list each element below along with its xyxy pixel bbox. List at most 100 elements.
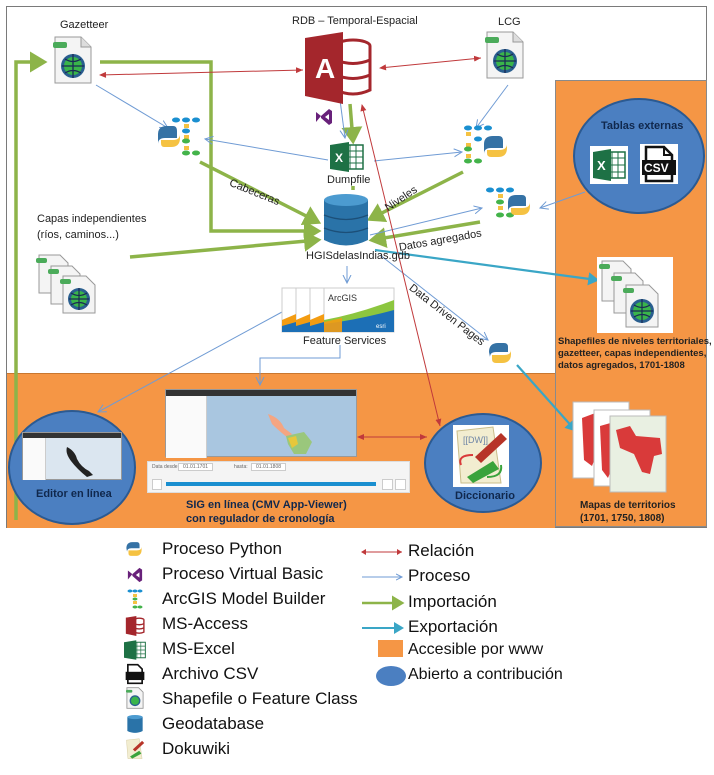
model-builder-python-icon[interactable] <box>462 124 510 168</box>
tablas-externas-label: Tablas externas <box>601 120 684 132</box>
visual-basic-icon <box>316 109 332 125</box>
editor-label: Editor en línea <box>36 488 112 500</box>
sig-screenshot <box>165 389 357 458</box>
ms-access-icon[interactable]: A <box>303 32 373 104</box>
time-from-label: Data desde: <box>152 464 179 470</box>
legend-label: MS-Excel <box>162 639 235 658</box>
legend-www-swatch <box>378 640 403 657</box>
svg-text:X: X <box>597 158 606 173</box>
relation-gazetteer-access <box>99 67 304 78</box>
ms-access-icon <box>125 616 145 636</box>
legend-label: Accesible por www <box>408 641 544 658</box>
svg-text:A: A <box>315 53 335 84</box>
dokuwiki-icon <box>126 738 145 759</box>
svg-text:[[DW]]: [[DW]] <box>463 435 488 445</box>
csv-file-icon[interactable]: CSV <box>640 144 678 184</box>
svg-text:ArcGIS: ArcGIS <box>328 293 357 303</box>
process-access-dumpfile <box>339 99 345 138</box>
editor-screenshot <box>22 432 122 480</box>
time-slider-panel: Data desde: 01.01.1701 hasta: 01.01.1808 <box>147 461 410 493</box>
legend-label: Proceso Python <box>162 539 283 558</box>
process-featureservices-sig <box>260 345 341 385</box>
geodatabase-icon[interactable] <box>323 193 369 247</box>
import-gazetteer-gdb <box>100 60 322 242</box>
shapefiles-output-label-1: Shapefiles de niveles territoriales, <box>558 336 712 347</box>
capas-sublabel: (ríos, caminos...) <box>37 229 119 241</box>
shapefile-stack-icon[interactable] <box>36 245 108 314</box>
process-dumpfile-python <box>205 139 329 161</box>
time-to-label: hasta: <box>234 464 248 470</box>
ms-excel-icon[interactable]: X <box>590 146 628 184</box>
legend-label: Exportación <box>408 617 498 636</box>
relation-access-lcg <box>379 55 482 71</box>
diccionario-label: Diccionario <box>455 490 515 502</box>
shapefiles-output-label-2: gazetteer, capas independientes, <box>558 348 707 359</box>
export-python-maps <box>516 364 577 432</box>
next-button[interactable] <box>395 479 406 490</box>
lcg-label: LCG <box>498 16 521 28</box>
shapefile-icon[interactable] <box>53 36 93 84</box>
play-button[interactable] <box>152 479 162 490</box>
legend-lines: Relación Proceso Importación Exportación… <box>358 536 598 696</box>
legend-label: Shapefile o Feature Class <box>162 689 358 708</box>
process-featureservices-editor <box>98 311 283 412</box>
capas-label: Capas independientes <box>37 213 147 225</box>
import-capas <box>129 230 322 259</box>
arcgis-feature-services-icon[interactable]: ArcGIS esri <box>281 286 395 334</box>
svg-text:CSV: CSV <box>644 161 669 175</box>
legend-label: MS-Access <box>162 614 248 633</box>
legend-label: Importación <box>408 592 497 611</box>
legend-label: Abierto a contribución <box>408 666 563 683</box>
import-access-dumpfile <box>341 103 363 145</box>
svg-text:esri: esri <box>376 324 386 330</box>
legend-label: Proceso Virtual Basic <box>162 564 324 583</box>
maps-label-1: Mapas de territorios <box>580 500 676 511</box>
process-dumpfile-python2 <box>373 152 462 162</box>
connectors <box>14 51 600 520</box>
feature-services-label: Feature Services <box>303 335 387 347</box>
rdb-label: RDB – Temporal-Espacial <box>292 15 418 27</box>
geodatabase-icon <box>127 714 143 733</box>
time-slider-track[interactable] <box>166 482 376 486</box>
time-to-input[interactable]: 01.01.1808 <box>251 463 287 471</box>
legend-icons: Proceso Python Proceso Virtual Basic Arc… <box>124 536 384 772</box>
ms-excel-icon[interactable]: X <box>330 142 364 172</box>
sig-label-1: SIG en línea (CMV App-Viewer) <box>186 499 347 511</box>
process-lcg-python <box>476 84 509 128</box>
shapefile-icon[interactable] <box>485 31 525 79</box>
process-gazetteer-python <box>95 84 168 128</box>
process-tablas-python <box>540 191 586 208</box>
shapefiles-output-label-3: datos agregados, 1701-1808 <box>558 360 685 371</box>
previous-button[interactable] <box>382 479 393 490</box>
model-builder-python-icon[interactable] <box>155 116 203 160</box>
model-builder-python-icon[interactable] <box>484 186 532 226</box>
legend-label: Geodatabase <box>162 714 265 733</box>
legend-open-swatch <box>376 666 406 686</box>
legend-label: Proceso <box>408 566 471 585</box>
import-gazetteer-loop <box>14 51 48 520</box>
shapefile-stack-icon[interactable] <box>597 257 673 333</box>
dumpfile-label: Dumpfile <box>327 174 371 186</box>
visual-basic-icon <box>127 567 143 583</box>
legend-label: Relación <box>408 541 475 560</box>
python-icon <box>126 542 142 556</box>
legend-label: Archivo CSV <box>162 664 259 683</box>
sig-label-2: con regulador de cronología <box>186 513 335 525</box>
territory-maps-icon[interactable] <box>572 400 668 493</box>
maps-label-2: (1701, 1750, 1808) <box>580 513 665 524</box>
import-cabeceras <box>199 160 322 226</box>
ms-excel-icon <box>124 640 146 660</box>
legend-line-samples <box>361 549 406 686</box>
model-builder-icon <box>127 589 143 609</box>
csv-file-icon <box>125 663 145 685</box>
shapefile-icon <box>126 687 144 709</box>
python-icon[interactable] <box>487 340 513 366</box>
legend-label: ArcGIS Model Builder <box>162 589 326 608</box>
svg-text:X: X <box>335 151 343 165</box>
time-from-input[interactable]: 01.01.1701 <box>178 463 214 471</box>
geodatabase-label: HGISdelasIndias.gdb <box>306 250 410 262</box>
relation-access-diccionario <box>360 104 442 427</box>
dokuwiki-icon[interactable]: [[DW]] <box>453 425 509 487</box>
legend-label: Dokuwiki <box>162 739 231 758</box>
gazetteer-label: Gazetteer <box>60 19 109 31</box>
